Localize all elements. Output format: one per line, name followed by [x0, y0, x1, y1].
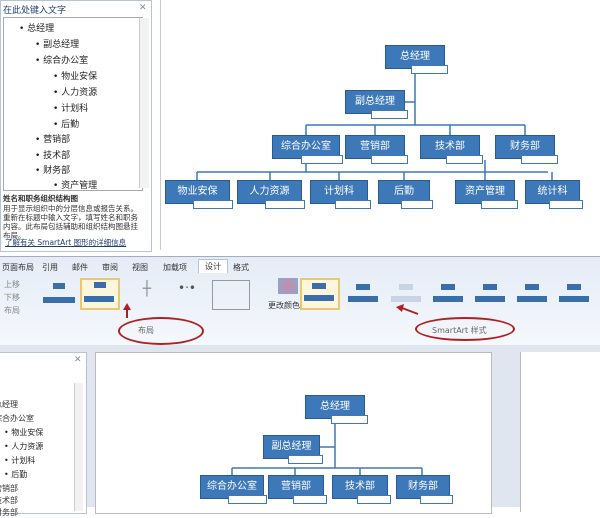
- list-item[interactable]: 物业安保: [4, 427, 43, 438]
- org-box-ceo[interactable]: 总经理: [305, 395, 368, 424]
- tab-design[interactable]: 设计: [198, 259, 228, 273]
- tab-mailings[interactable]: 邮件: [72, 263, 88, 272]
- box-label: 综合办公室: [281, 141, 331, 152]
- list-item[interactable]: 资产管理: [53, 178, 97, 191]
- move-up-button[interactable]: 上移: [4, 280, 20, 289]
- list-item[interactable]: 计划科: [4, 455, 35, 466]
- list-item[interactable]: 技术部: [0, 496, 18, 505]
- box-label: 营销部: [360, 141, 390, 152]
- style-gallery-item[interactable]: [388, 280, 426, 310]
- list-item[interactable]: 物业安保: [53, 69, 97, 82]
- change-colors-button[interactable]: 更改颜色: [268, 301, 300, 310]
- org-box-dept[interactable]: 技术部: [332, 475, 391, 504]
- org-box-dept[interactable]: 财务部: [495, 135, 558, 164]
- list-item[interactable]: 综合办公室: [0, 414, 34, 423]
- tab-review[interactable]: 审阅: [102, 263, 118, 272]
- connector-lines-bottom: [231, 420, 423, 475]
- box-label: 技术部: [435, 141, 465, 152]
- org-box-sub[interactable]: 后勤: [378, 180, 433, 209]
- style-gallery-item-selected[interactable]: [300, 278, 340, 310]
- list-item[interactable]: 人力资源: [53, 85, 97, 98]
- style-gallery-item[interactable]: [514, 280, 552, 310]
- box-label: 物业安保: [177, 186, 218, 197]
- close-icon[interactable]: ✕: [74, 355, 82, 365]
- org-box-dept[interactable]: 技术部: [420, 135, 483, 164]
- org-box-dept[interactable]: 营销部: [345, 135, 408, 164]
- box-label: 副总经理: [271, 441, 312, 452]
- tab-format[interactable]: 格式: [233, 263, 249, 272]
- list-item[interactable]: 营销部: [35, 132, 70, 145]
- org-box-sub[interactable]: 统计科: [525, 180, 583, 209]
- org-box-dept[interactable]: 营销部: [268, 475, 327, 504]
- layout-gallery-item[interactable]: [212, 280, 250, 310]
- box-label: 财务部: [408, 481, 438, 492]
- list-item[interactable]: 总经理: [19, 21, 54, 34]
- box-label: 副总经理: [355, 96, 395, 107]
- org-box-ceo[interactable]: 总经理: [385, 45, 448, 74]
- close-icon[interactable]: ✕: [139, 3, 147, 13]
- adjacent-page: [520, 352, 600, 512]
- box-label: 总经理: [320, 401, 350, 412]
- box-label: 人力资源: [249, 186, 290, 197]
- org-box-dept[interactable]: 财务部: [396, 475, 453, 504]
- layout-gallery-item-selected[interactable]: [80, 278, 120, 310]
- list-item[interactable]: 财务部: [0, 508, 18, 517]
- box-label: 技术部: [345, 481, 375, 492]
- layout-gallery-item[interactable]: ┼: [142, 281, 152, 297]
- org-box-vp[interactable]: 副总经理: [345, 90, 408, 119]
- annotation-oval: [118, 317, 204, 345]
- text-pane-title: 在此处键入文字: [3, 6, 67, 16]
- list-item[interactable]: 计划科: [53, 101, 88, 114]
- layout-gallery-item[interactable]: [40, 280, 78, 310]
- box-label: 资产管理: [465, 186, 505, 197]
- list-item[interactable]: 后勤: [53, 117, 79, 130]
- org-box-sub[interactable]: 物业安保: [165, 180, 233, 209]
- org-box-sub[interactable]: 计划科: [310, 180, 371, 209]
- change-colors-icon: [278, 278, 298, 294]
- style-gallery-item[interactable]: [556, 280, 594, 310]
- scrollbar[interactable]: [139, 18, 149, 188]
- tab-page-layout[interactable]: 页面布局: [2, 263, 34, 272]
- layout-button[interactable]: 布局: [4, 306, 20, 315]
- org-box-dept[interactable]: 综合办公室: [272, 135, 343, 164]
- list-item[interactable]: 总经理: [0, 400, 18, 409]
- list-item[interactable]: 技术部: [35, 148, 70, 161]
- box-label: 财务部: [510, 141, 540, 152]
- annotation-oval: [415, 317, 515, 341]
- list-item[interactable]: 副总经理: [35, 37, 79, 50]
- box-label: 后勤: [394, 186, 414, 197]
- scrollbar[interactable]: [74, 383, 83, 511]
- box-label: 计划科: [324, 186, 354, 197]
- org-box-dept[interactable]: 综合办公室: [200, 475, 267, 504]
- org-box-sub[interactable]: 人力资源: [237, 180, 305, 209]
- description-title: 姓名和职务组织结构图: [3, 194, 78, 203]
- layout-gallery-item[interactable]: •‧•: [178, 281, 196, 295]
- description-body: 用于显示组织中的分层信息或报告关系。重新在标题中输入文字，填写姓名和职务内容。此…: [3, 204, 138, 240]
- list-item[interactable]: 综合办公室: [35, 53, 88, 66]
- annotation-arrows: [123, 303, 419, 318]
- org-box-sub[interactable]: 资产管理: [455, 180, 518, 209]
- box-label: 统计科: [537, 186, 568, 197]
- list-item[interactable]: 人力资源: [4, 441, 43, 452]
- style-gallery-item[interactable]: [472, 280, 510, 310]
- tab-references[interactable]: 引用: [42, 263, 58, 272]
- style-gallery-item[interactable]: [345, 280, 383, 310]
- list-item[interactable]: 后勤: [4, 469, 27, 480]
- learn-more-link[interactable]: 了解有关 SmartArt 图形的详细信息: [5, 238, 127, 247]
- list-item[interactable]: 营销部: [0, 484, 18, 493]
- text-pane: 在此处键入文字 ✕ 总经理 副总经理 综合办公室 物业安保 人力资源 计划科 后…: [0, 0, 152, 252]
- move-down-button[interactable]: 下移: [4, 293, 20, 302]
- box-label: 营销部: [281, 481, 311, 492]
- smartart-canvas[interactable]: [160, 0, 600, 250]
- org-box-vp[interactable]: 副总经理: [263, 435, 323, 464]
- tab-addins[interactable]: 加载项: [163, 263, 187, 272]
- box-label: 综合办公室: [207, 481, 257, 492]
- style-gallery-item[interactable]: [430, 280, 468, 310]
- list-item[interactable]: 财务部: [35, 163, 70, 176]
- tab-view[interactable]: 视图: [132, 263, 148, 272]
- box-label: 总经理: [400, 51, 430, 62]
